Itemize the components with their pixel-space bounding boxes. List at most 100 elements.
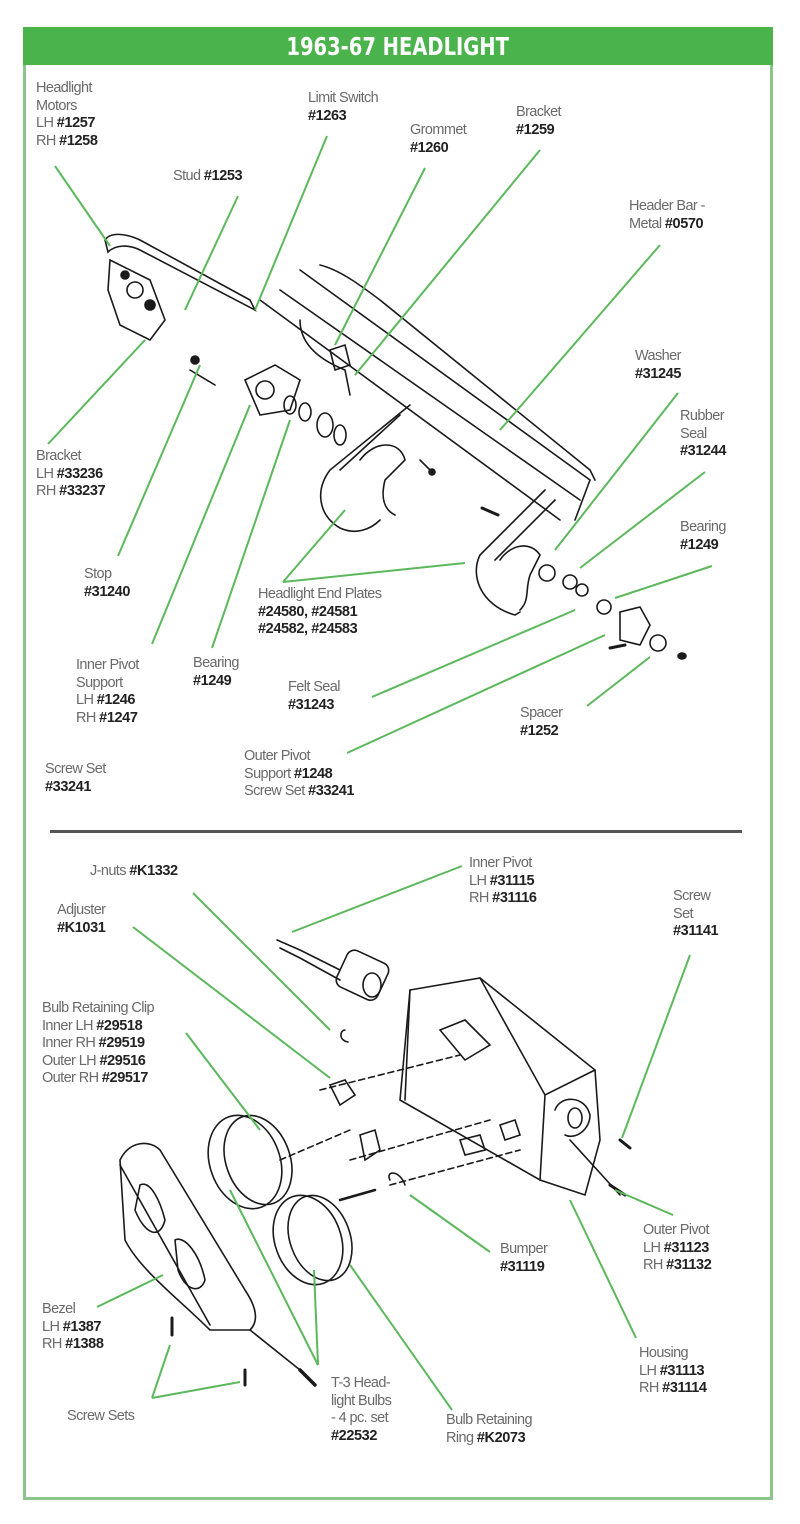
label-line: Motors [36, 98, 98, 116]
part-number: #1260 [410, 139, 449, 156]
label-line: #31244 [680, 443, 726, 461]
leader-bezel [96, 1274, 164, 1308]
part-number: #31243 [288, 696, 334, 713]
label-line: Headlight [36, 80, 98, 98]
part-name: Bracket [36, 448, 82, 464]
label-line: Screw Sets [67, 1408, 135, 1426]
part-name: Seal [680, 425, 707, 442]
label-line: J-nuts #K1332 [90, 863, 178, 881]
part-name: RH [36, 132, 60, 149]
part-number: #24580, #24581 [258, 603, 358, 620]
label-line: #1249 [193, 673, 239, 691]
leader-bulbs-a [229, 1189, 319, 1366]
label-header-bar: Header Bar -Metal #0570 [629, 198, 705, 233]
part-name: Motors [36, 97, 77, 114]
label-line: Stud #1253 [173, 168, 243, 186]
label-line: Grommet [410, 122, 467, 140]
label-line: Bulb Retaining [446, 1412, 533, 1430]
label-line: - 4 pc. set [331, 1410, 391, 1428]
label-line: Bracket [36, 448, 105, 466]
part-number: #31123 [663, 1239, 710, 1256]
leader-end-plates-a [282, 509, 346, 583]
label-line: Outer Pivot [244, 748, 354, 766]
leader-bracket-lh-rh [47, 339, 146, 445]
part-name: LH [639, 1362, 660, 1379]
label-line: #33241 [45, 779, 106, 797]
bottom-assembly-illustration [119, 939, 632, 1387]
label-line: #K1031 [57, 920, 106, 938]
leader-inner-pivot-support [151, 404, 251, 645]
part-name: Set [673, 905, 694, 922]
leader-screw-set-bottom [621, 954, 691, 1139]
part-number: #1387 [62, 1318, 102, 1335]
part-name: Rubber [680, 408, 725, 424]
leader-adjuster [132, 926, 331, 1079]
right-end-plate-drawing [475, 489, 556, 616]
part-name: Bracket [516, 104, 562, 120]
part-name: Bulb Retaining Clip [42, 1000, 155, 1016]
part-name: T-3 Head- [331, 1375, 391, 1391]
leader-grommet [334, 167, 426, 346]
part-name: Outer RH [42, 1070, 102, 1086]
leader-stud [184, 195, 239, 311]
part-name: RH [76, 709, 100, 726]
label-line: Support [76, 675, 139, 693]
part-name: Adjuster [57, 902, 106, 918]
part-number: #33241 [308, 783, 355, 799]
part-name: LH [643, 1239, 664, 1256]
part-name: J-nuts [90, 863, 130, 879]
label-line: Bearing [193, 655, 239, 673]
part-number: #K2073 [476, 1429, 526, 1446]
label-line: #1263 [308, 108, 378, 126]
part-number: #1246 [96, 692, 136, 708]
label-felt-seal: Felt Seal#31243 [288, 679, 340, 714]
leader-bracket-1259 [354, 149, 541, 376]
part-name: Spacer [520, 705, 563, 721]
diagram-frame [23, 27, 773, 1500]
label-line: Inner LH #29518 [42, 1018, 154, 1036]
part-name: Screw Set [45, 761, 106, 777]
part-name: Outer Pivot [244, 748, 311, 764]
part-name: Metal [629, 215, 665, 232]
part-number: #K1332 [129, 863, 178, 879]
label-headlight-end-plates: Headlight End Plates#24580, #24581#24582… [258, 586, 382, 639]
label-line: RH #1388 [42, 1336, 104, 1354]
label-line: Bezel [42, 1301, 104, 1319]
label-line: Bumper [500, 1241, 548, 1259]
leader-washer [554, 392, 679, 551]
label-line: LH #31123 [643, 1240, 711, 1258]
label-line: RH #33237 [36, 483, 106, 501]
part-number: #1248 [294, 765, 333, 782]
part-name: LH [76, 692, 97, 708]
part-name: Screw Sets [67, 1408, 135, 1424]
part-name: Outer Pivot [643, 1222, 710, 1238]
part-number: #1258 [59, 132, 98, 149]
label-stud: Stud #1253 [173, 168, 243, 186]
part-number: #1253 [203, 168, 243, 184]
part-name: RH [469, 890, 493, 906]
label-line: Inner Pivot [469, 855, 537, 873]
headlight-bulbs-drawing [207, 1114, 377, 1286]
part-name: Limit Switch [308, 90, 379, 106]
part-name: Outer LH [42, 1052, 100, 1069]
header-bar-drawing [259, 264, 596, 521]
label-line: Screw Set [45, 761, 106, 779]
part-name: LH [36, 115, 57, 131]
part-number: #1247 [99, 709, 138, 726]
part-name: Bezel [42, 1301, 76, 1317]
part-name: LH [42, 1318, 63, 1335]
part-name: Stud [173, 168, 204, 184]
label-line: #31240 [84, 584, 130, 602]
leader-housing [569, 1199, 637, 1339]
label-line: #22532 [331, 1428, 391, 1446]
part-name: Inner Pivot [76, 657, 139, 673]
part-name: Grommet [410, 122, 467, 138]
part-number: #0570 [664, 215, 704, 232]
label-bracket-1259: Bracket#1259 [516, 104, 562, 139]
label-line: Header Bar - [629, 198, 705, 216]
